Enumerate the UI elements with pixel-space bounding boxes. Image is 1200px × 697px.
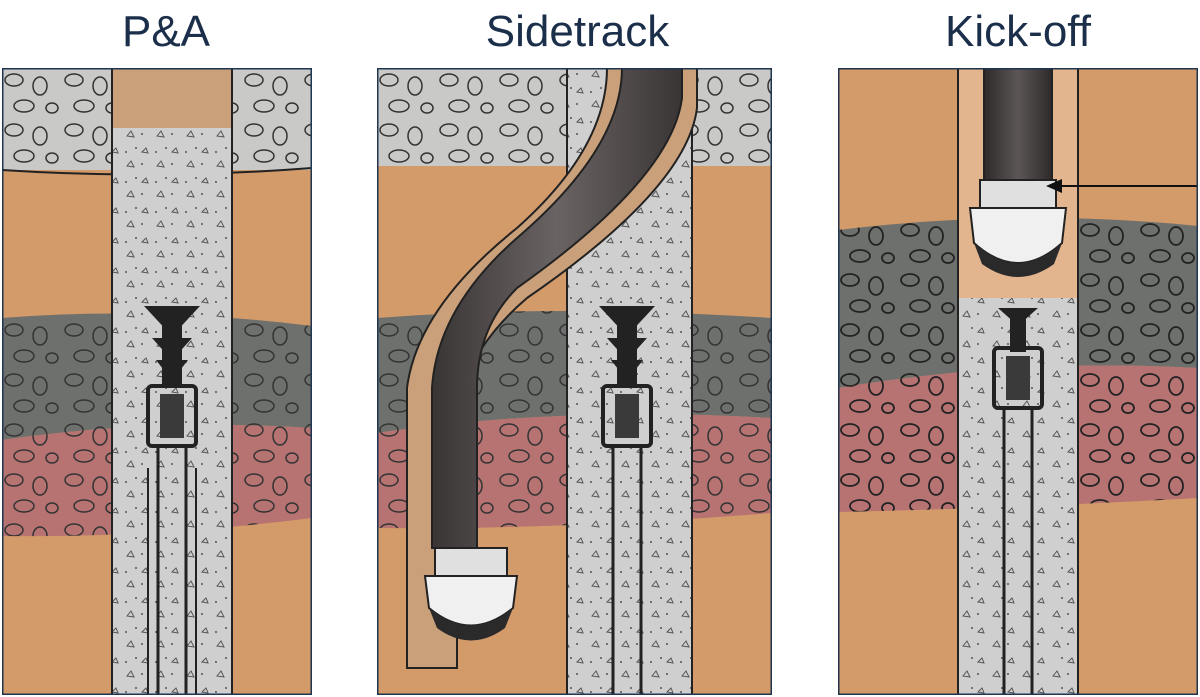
plug-icon [992,308,1044,695]
plug-icon [599,306,655,695]
title-pa: P&A [121,7,211,56]
drill-bit-icon [423,547,519,641]
pa-diagram [2,68,312,695]
title-sidetrack: Sidetrack [485,7,670,56]
panel-kickoff [838,68,1198,695]
drill-bit-icon [968,179,1068,277]
sidetrack-diagram [377,68,772,695]
panel-sidetrack [377,68,772,695]
panel-pa [2,68,312,695]
arrow-icon [1046,179,1198,193]
plug-icon [144,306,200,695]
title-kickoff: Kick-off [945,7,1091,56]
kickoff-diagram [838,68,1198,695]
